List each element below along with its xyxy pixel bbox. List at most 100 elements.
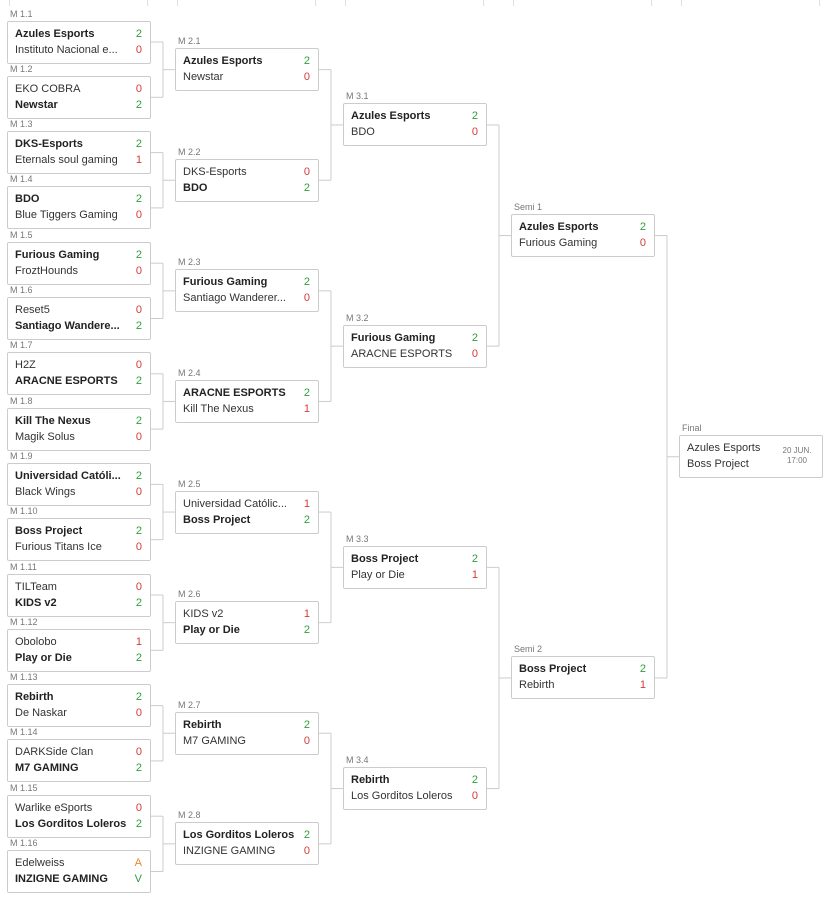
team-score: 0 bbox=[135, 209, 142, 222]
team-name: De Naskar bbox=[15, 707, 67, 720]
team-name: Rebirth bbox=[351, 774, 390, 787]
team-score: 2 bbox=[135, 414, 142, 427]
team-score: 1 bbox=[135, 635, 142, 648]
team-name: Edelweiss bbox=[15, 857, 65, 869]
team-score: A bbox=[134, 857, 142, 869]
team-name: Black Wings bbox=[15, 485, 76, 498]
team-score: 1 bbox=[303, 402, 310, 415]
team-score: 0 bbox=[135, 580, 142, 593]
team-name: Rebirth bbox=[183, 718, 222, 731]
column-edge bbox=[513, 0, 514, 6]
team-name: BDO bbox=[183, 181, 208, 194]
team-score: 2 bbox=[135, 651, 142, 664]
match-label: M 1.10 bbox=[10, 506, 38, 517]
team-score: 0 bbox=[135, 541, 142, 554]
team-name: KIDS v2 bbox=[183, 608, 224, 621]
team-name: EKO COBRA bbox=[15, 82, 81, 95]
team-score: 0 bbox=[303, 845, 310, 858]
team-name: Eternals soul gaming bbox=[15, 154, 118, 167]
team-name: ARACNE ESPORTS bbox=[351, 347, 453, 360]
team-name: Obolobo bbox=[15, 635, 57, 648]
team-score: 2 bbox=[135, 596, 142, 609]
match-label: M 2.6 bbox=[178, 589, 201, 600]
team-score: 2 bbox=[135, 469, 142, 482]
team-name: Furious Titans Ice bbox=[15, 541, 102, 554]
team-name: DKS-Esports bbox=[183, 165, 247, 178]
team-name: BDO bbox=[351, 126, 375, 139]
team-score: 2 bbox=[303, 718, 310, 731]
team-name: Play or Die bbox=[183, 624, 240, 637]
team-name: H2Z bbox=[15, 359, 36, 372]
team-name: Universidad Católic... bbox=[183, 497, 287, 510]
team-name: Los Gorditos Loleros bbox=[351, 790, 453, 803]
column-edge bbox=[315, 0, 316, 6]
column-edge bbox=[819, 0, 820, 6]
team-name: Rebirth bbox=[15, 691, 54, 704]
match-label: M 1.15 bbox=[10, 782, 38, 793]
team-score: 2 bbox=[471, 774, 478, 787]
team-name: Kill The Nexus bbox=[183, 402, 254, 415]
team-score: 0 bbox=[135, 359, 142, 372]
team-score: 0 bbox=[471, 790, 478, 803]
match-label: Final bbox=[682, 423, 702, 434]
match-label: M 1.9 bbox=[10, 450, 33, 461]
team-name: Azules Esports bbox=[351, 110, 431, 123]
match-label: M 1.12 bbox=[10, 616, 38, 627]
match-label: M 1.5 bbox=[10, 229, 33, 240]
team-name: Boss Project bbox=[15, 525, 83, 538]
team-name: Azules Esports bbox=[183, 55, 263, 68]
column-edge bbox=[9, 0, 10, 6]
team-score: 2 bbox=[135, 762, 142, 775]
team-score: 0 bbox=[135, 801, 142, 814]
team-score: 2 bbox=[135, 248, 142, 261]
team-score: 0 bbox=[135, 707, 142, 720]
team-score: 2 bbox=[303, 513, 310, 526]
team-score: 2 bbox=[135, 525, 142, 538]
match-label: M 1.4 bbox=[10, 174, 33, 185]
team-score: 2 bbox=[135, 27, 142, 40]
team-name: Santiago Wandere... bbox=[15, 320, 120, 332]
team-name: Rebirth bbox=[519, 679, 555, 692]
team-score: 2 bbox=[303, 181, 310, 194]
team-name: Boss Project bbox=[351, 552, 419, 565]
team-name: Furious Gaming bbox=[15, 248, 100, 261]
column-edge bbox=[651, 0, 652, 6]
team-score: 0 bbox=[303, 71, 310, 84]
match-label: M 3.1 bbox=[346, 91, 369, 102]
team-name: Furious Gaming bbox=[519, 237, 598, 250]
team-name: DKS-Esports bbox=[15, 138, 83, 151]
team-name: Play or Die bbox=[15, 651, 72, 664]
match-label: M 2.8 bbox=[178, 810, 201, 821]
